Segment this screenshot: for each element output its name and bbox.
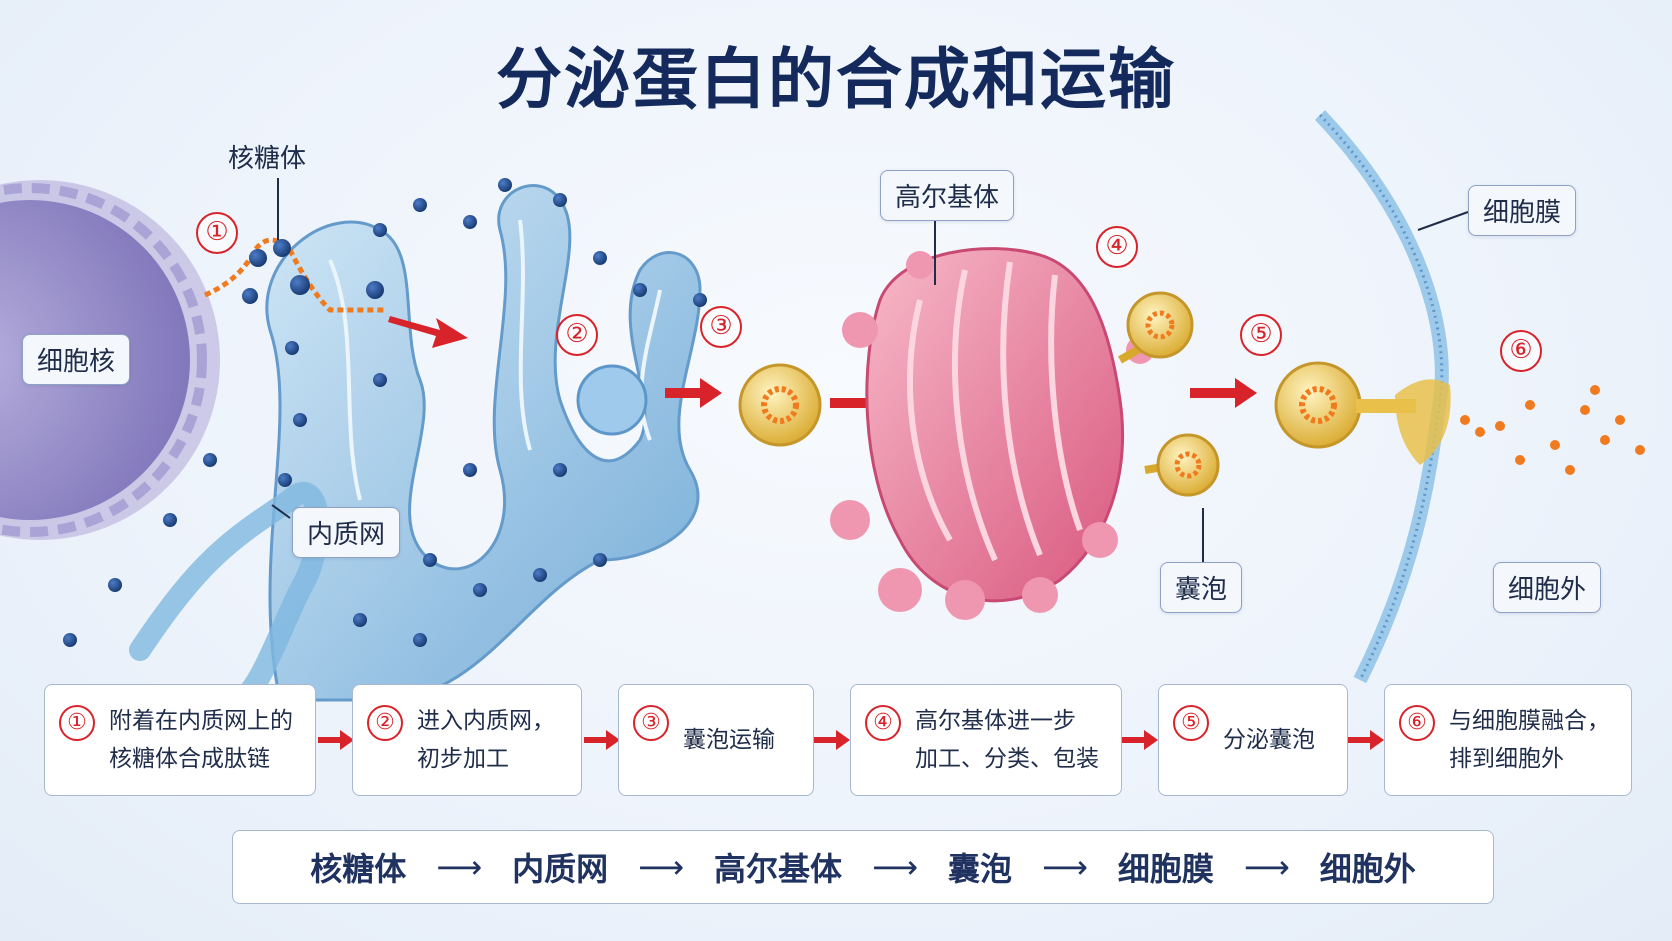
step-number: ⑤ <box>1173 705 1209 741</box>
step-line: 初步加工 <box>417 746 509 772</box>
step-text: 高尔基体进一步 加工、分类、包装 <box>915 702 1099 778</box>
marker-3: ③ <box>700 306 742 348</box>
secreted-particles <box>1460 385 1645 475</box>
secretory-vesicle <box>1274 361 1416 449</box>
marker-2: ② <box>556 314 598 356</box>
step-number: ⑥ <box>1399 705 1435 741</box>
step-box-4: ④ 高尔基体进一步 加工、分类、包装 <box>850 684 1122 796</box>
nucleus-label: 细胞核 <box>22 334 131 385</box>
membrane-label: 细胞膜 <box>1468 185 1577 236</box>
step-arrow-icon <box>1348 730 1384 750</box>
marker-4: ④ <box>1096 226 1138 268</box>
golgi-label: 高尔基体 <box>880 170 1015 221</box>
step-box-2: ② 进入内质网， 初步加工 <box>352 684 582 796</box>
step-text: 囊泡运输 <box>683 721 775 759</box>
er-shape <box>129 184 702 711</box>
flow-arrow-icon: ⟶ <box>638 848 685 886</box>
flow-arrow-icon: ⟶ <box>872 848 918 886</box>
step-line: 核糖体合成肽链 <box>109 746 270 772</box>
step-arrow-icon <box>1122 730 1158 750</box>
marker-1: ① <box>196 212 238 254</box>
step-number: ② <box>367 705 403 741</box>
step-box-3: ③ 囊泡运输 <box>618 684 814 796</box>
leader-lines <box>271 178 1469 563</box>
flow-item: 囊泡 <box>947 850 1012 888</box>
step-arrow-icon <box>584 730 620 750</box>
step-box-1: ① 附着在内质网上的 核糖体合成肽链 <box>44 684 316 796</box>
step-box-6: ⑥ 与细胞膜融合， 排到细胞外 <box>1384 684 1632 796</box>
golgi-vesicles <box>1118 291 1220 497</box>
ribosome-label: 核糖体 <box>228 144 307 174</box>
marker-5: ⑤ <box>1240 314 1282 356</box>
flow-arrow-icon: ⟶ <box>1041 848 1088 886</box>
marker-6: ⑥ <box>1500 330 1542 372</box>
vesicle-label: 囊泡 <box>1160 562 1243 613</box>
transport-vesicle <box>738 363 822 447</box>
flow-item: 细胞外 <box>1319 850 1416 888</box>
step-line: 囊泡运输 <box>683 727 775 753</box>
er-label: 内质网 <box>292 507 401 558</box>
flow-arrow-icon: ⟶ <box>436 848 483 886</box>
step-text: 进入内质网， 初步加工 <box>417 702 555 778</box>
step-box-5: ⑤ 分泌囊泡 <box>1158 684 1348 796</box>
flow-item: 高尔基体 <box>714 850 843 888</box>
summary-flow: 核糖体 ⟶ 内质网 ⟶ 高尔基体 ⟶ 囊泡 ⟶ 细胞膜 ⟶ 细胞外 <box>232 830 1494 904</box>
flow-arrow-icon: ⟶ <box>1243 848 1290 886</box>
flow-item: 核糖体 <box>310 850 407 888</box>
step-line: 与细胞膜融合， <box>1449 708 1610 734</box>
step-text: 与细胞膜融合， 排到细胞外 <box>1449 702 1610 778</box>
golgi-shape <box>830 247 1154 620</box>
flow-item: 细胞膜 <box>1117 850 1214 888</box>
outside-label: 细胞外 <box>1493 562 1602 613</box>
step-line: 加工、分类、包装 <box>915 746 1099 772</box>
step-text: 分泌囊泡 <box>1223 721 1315 759</box>
step-line: 附着在内质网上的 <box>109 708 293 734</box>
step-line: 分泌囊泡 <box>1223 727 1315 753</box>
step-text: 附着在内质网上的 核糖体合成肽链 <box>109 702 293 778</box>
page-title: 分泌蛋白的合成和运输 <box>496 41 1176 118</box>
step-line: 进入内质网， <box>417 708 555 734</box>
er-ribosome-dots <box>63 178 707 647</box>
step-line: 排到细胞外 <box>1449 746 1564 772</box>
step-number: ① <box>59 705 95 741</box>
step-arrow-icon <box>814 730 850 750</box>
step-arrow-icon <box>318 730 354 750</box>
step-number: ④ <box>865 705 901 741</box>
cell-membrane <box>1314 110 1451 684</box>
flow-item: 内质网 <box>512 850 609 888</box>
step-number: ③ <box>633 705 669 741</box>
ribosome-polypeptide <box>204 237 385 313</box>
step-line: 高尔基体进一步 <box>915 708 1076 734</box>
